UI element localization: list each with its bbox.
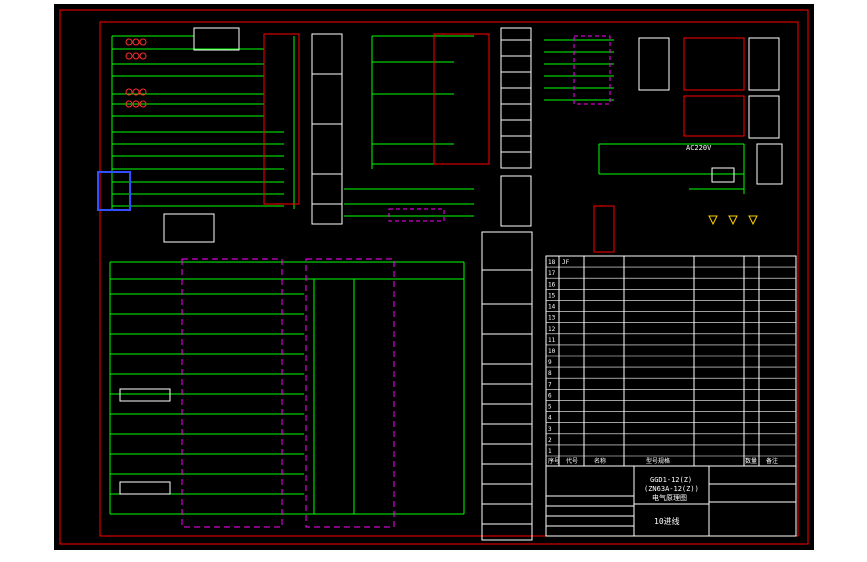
terminal-block-top-left xyxy=(263,33,300,205)
drawing-number: 10进线 xyxy=(654,516,680,526)
right-small-box xyxy=(756,143,783,185)
relay-block-right-1 xyxy=(683,37,745,91)
aux-terminal-dashed xyxy=(388,208,445,222)
drawing-canvas[interactable]: AC220V xyxy=(54,4,814,550)
terminal-block-top-mid xyxy=(433,33,490,165)
drawing-frame-outer xyxy=(59,9,809,545)
bom-header-code: 代号 xyxy=(566,457,578,465)
bom-header: 序号 代号 名称 型号规格 数量 备注 xyxy=(548,457,778,465)
highlight-block xyxy=(97,171,131,211)
top-middle-ladder xyxy=(371,35,474,169)
bom-row-no: 9 xyxy=(548,359,552,366)
bom-row-no: 4 xyxy=(548,415,552,422)
ac-component xyxy=(711,167,735,183)
middle-aux-circuit xyxy=(344,188,474,217)
drawing-frame-inner xyxy=(99,21,799,537)
bom-row-no: 3 xyxy=(548,426,552,433)
bom-row-no: 1 xyxy=(548,448,552,455)
bom-row-no: 8 xyxy=(548,370,552,377)
bom-row-no: 2 xyxy=(548,437,552,444)
small-relay-stack xyxy=(593,205,615,253)
relay-block-right-2 xyxy=(683,95,745,137)
bom-row-no: 6 xyxy=(548,392,552,399)
bom-rows: 18 JF 17 16 15 14 13 12 11 10 9 8 7 6 5 4 3 2 1 xyxy=(546,259,796,457)
bom-row-no: 11 xyxy=(548,337,556,344)
component-box-lower-1 xyxy=(119,388,171,402)
component-box-lower-2 xyxy=(119,481,171,495)
bom-header-note: 备注 xyxy=(766,457,778,465)
indicator-lamps xyxy=(708,215,758,226)
bom-row-no: 5 xyxy=(548,404,552,411)
bom-header-model: 型号规格 xyxy=(646,457,670,465)
top-right-relays xyxy=(544,39,614,101)
coil-symbols-top xyxy=(125,38,147,108)
title-line-3: 电气原理图 xyxy=(652,493,687,502)
bom-row-no: 16 xyxy=(548,281,556,288)
component-box-top xyxy=(193,27,240,51)
ac-supply-circuit xyxy=(598,143,745,194)
bom-row-no: 18 xyxy=(548,259,556,266)
dashed-panel-left xyxy=(181,258,283,528)
bom-row-no: 13 xyxy=(548,315,556,322)
title-block xyxy=(545,465,797,537)
legend-boxes-top xyxy=(311,33,343,225)
dashed-panel-right xyxy=(305,258,395,528)
bom-table xyxy=(545,255,797,467)
bom-row-no: 15 xyxy=(548,292,556,299)
remark-column xyxy=(481,231,533,541)
bom-row-no: 12 xyxy=(548,326,556,333)
bom-header-name: 名称 xyxy=(594,457,606,465)
bom-row-no: 7 xyxy=(548,381,552,388)
bom-header-qty: 数量 xyxy=(745,457,757,465)
upper-left-circuit xyxy=(111,35,295,209)
bom-row-code: JF xyxy=(562,259,570,266)
title-line-2: (ZN63A-12(Z)) xyxy=(644,485,699,493)
bom-row-no: 10 xyxy=(548,348,556,355)
legend-boxes-top-mid xyxy=(500,27,532,227)
bom-header-no: 序号 xyxy=(548,457,560,465)
schematic-drawing: AC220V xyxy=(59,9,809,545)
title-line-1: GGD1-12(Z) xyxy=(650,476,692,484)
relay-dashed-box xyxy=(573,35,611,105)
component-box-ctrl xyxy=(163,213,215,243)
bom-row-no: 14 xyxy=(548,304,556,311)
ac-supply-label: AC220V xyxy=(686,144,712,152)
lower-left-circuit xyxy=(109,261,465,515)
legend-boxes-top-right xyxy=(638,37,780,139)
bom-row-no: 17 xyxy=(548,270,556,277)
